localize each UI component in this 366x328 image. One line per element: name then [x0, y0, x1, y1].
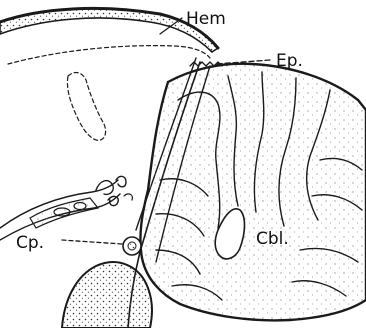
brainstem-shape	[62, 262, 152, 328]
label-hem: Hem	[186, 9, 226, 29]
dashed-contour-upper	[8, 46, 210, 64]
label-cbl: Cbl.	[256, 229, 289, 249]
dashed-contour-ventricle	[67, 73, 105, 141]
label-cp: Cp.	[16, 233, 44, 253]
choroid-plexus-shape	[123, 237, 141, 255]
cerebellum-shape	[140, 64, 366, 321]
vascular-chain	[30, 176, 132, 228]
leader-line-cp	[62, 240, 122, 244]
label-ep: Ep.	[276, 51, 303, 71]
